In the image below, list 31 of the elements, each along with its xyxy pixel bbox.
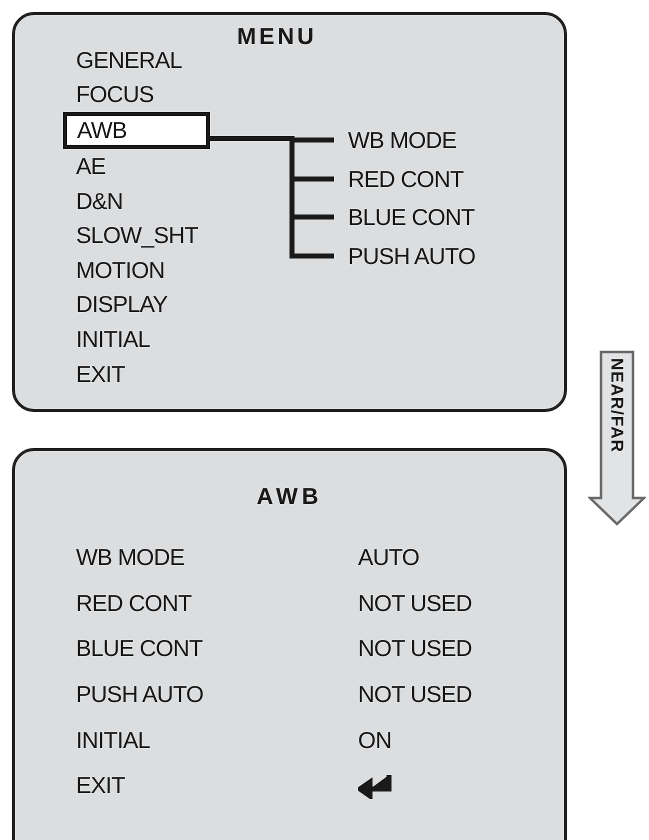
- menu-item: MOTION: [76, 258, 165, 282]
- panel-title: AWB: [256, 485, 322, 508]
- setting-value: ON: [358, 728, 392, 752]
- menu-item: AE: [76, 154, 106, 178]
- menu-item: EXIT: [76, 362, 125, 386]
- setting-value: NOT USED: [358, 683, 472, 706]
- menu-panel: [12, 12, 567, 412]
- selected-menu-item: AWB: [63, 112, 210, 150]
- awb-panel: [12, 448, 567, 840]
- menu-title: MENU: [237, 25, 317, 48]
- setting-name: BLUE CONT: [76, 637, 202, 660]
- submenu-item: BLUE CONT: [334, 202, 474, 232]
- submenu-item: RED CONT: [334, 164, 464, 194]
- submenu-item: PUSH AUTO: [334, 241, 476, 271]
- setting-name: PUSH AUTO: [76, 683, 204, 706]
- setting-value: NOT USED: [358, 637, 472, 660]
- setting-name: EXIT: [76, 774, 125, 798]
- menu-item: FOCUS: [76, 83, 154, 106]
- direction-arrow: [588, 350, 646, 526]
- setting-value: NOT USED: [358, 592, 472, 615]
- setting-name: RED CONT: [76, 592, 192, 615]
- submenu-item: WB MODE: [334, 125, 456, 155]
- setting-name: WB MODE: [76, 546, 184, 570]
- menu-item: DISPLAY: [76, 293, 168, 316]
- arrow-label: NEAR/FAR: [608, 358, 626, 453]
- menu-item: SLOW_SHT: [76, 224, 198, 248]
- menu-item: GENERAL: [76, 48, 182, 72]
- setting-name: INITIAL: [76, 728, 150, 752]
- setting-value: AUTO: [358, 546, 420, 570]
- menu-item: INITIAL: [76, 328, 150, 351]
- menu-item: D&N: [76, 190, 123, 213]
